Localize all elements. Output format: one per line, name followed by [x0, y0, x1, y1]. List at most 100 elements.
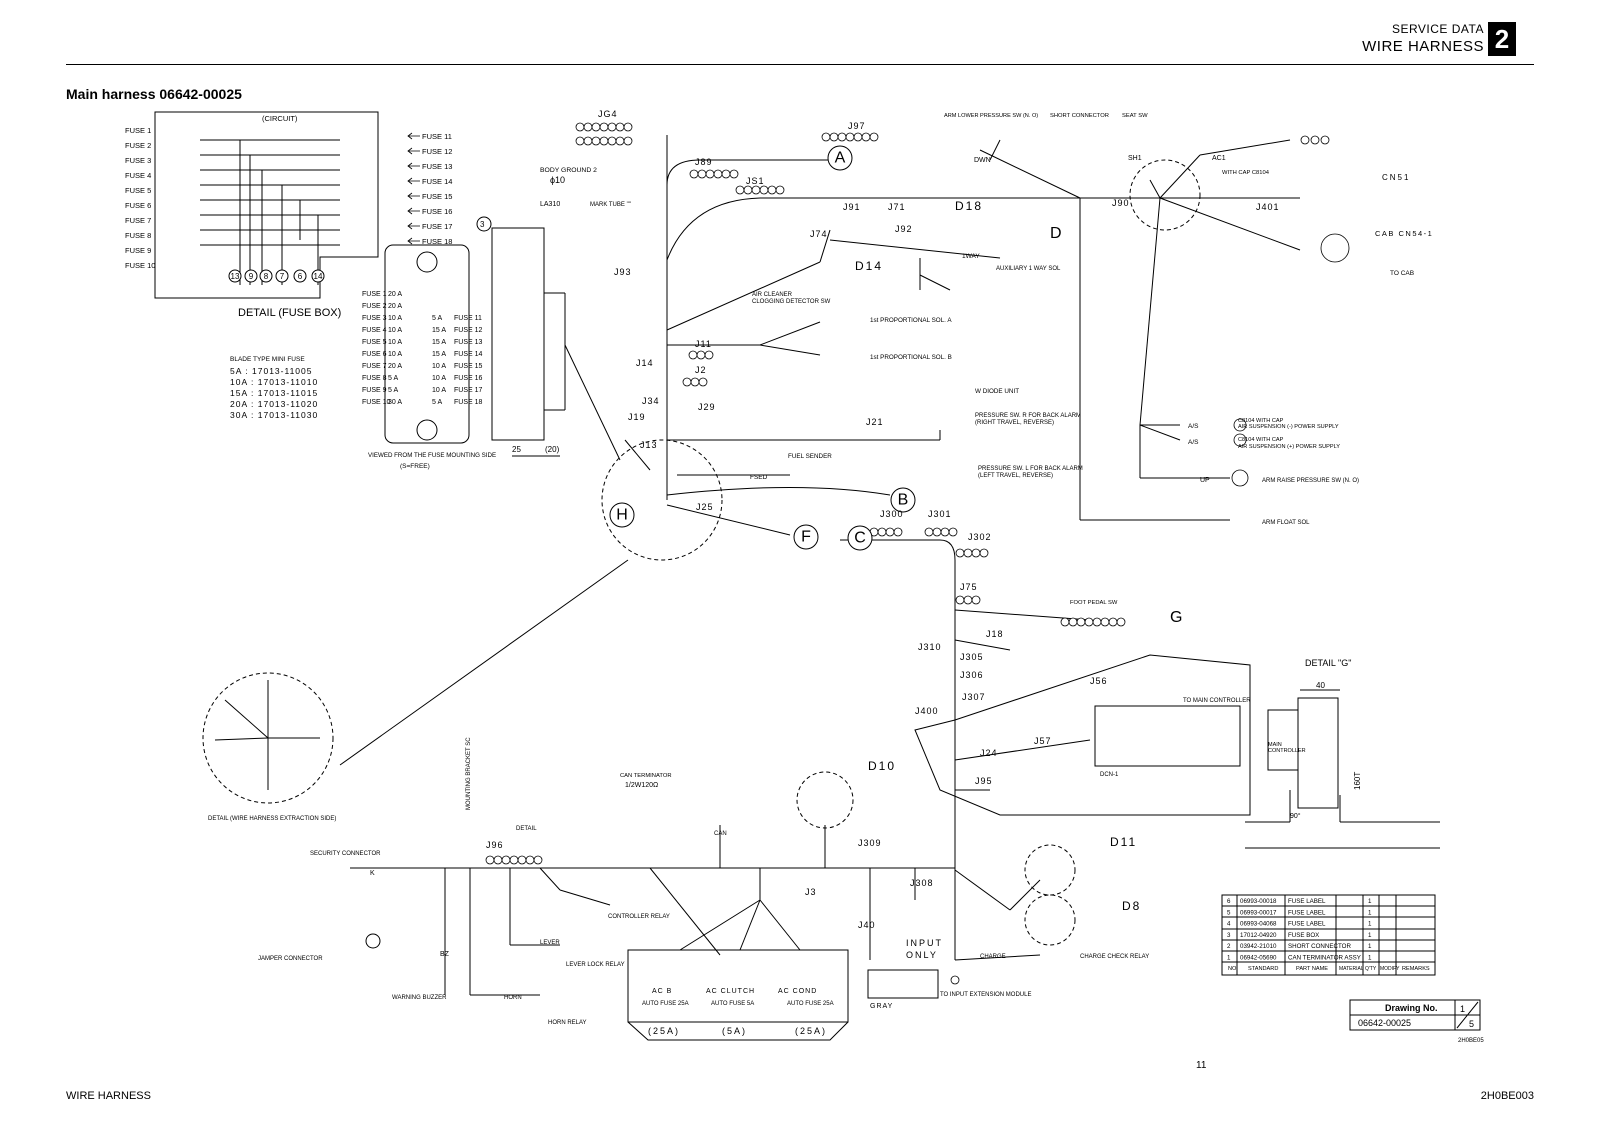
lever-label: LEVER: [540, 940, 560, 946]
jamper-label: JAMPER CONNECTOR: [258, 956, 323, 962]
amp-25a-1: (25A): [648, 1026, 680, 1036]
fuse-label-right: FUSE 15: [422, 192, 452, 201]
buzzer-label: WARNING BUZZER: [392, 995, 447, 1001]
fuse-pin-label: 13: [231, 272, 240, 281]
parts-table-cell: 6: [1227, 898, 1231, 905]
connector-j401: J401: [1256, 202, 1280, 212]
mount-fuse-name: FUSE 11: [454, 315, 482, 322]
mount-fuse-name: FUSE 16: [454, 375, 483, 382]
mount-fuse-amp: 15 A: [432, 351, 446, 358]
fuse-label-left: FUSE 7: [125, 216, 151, 225]
gray-label: GRAY: [870, 1003, 893, 1010]
parts-table-cell: 03942-21010: [1240, 943, 1277, 950]
charge-relay-label: CHARGE CHECK RELAY: [1080, 954, 1149, 960]
connector-j95: J95: [975, 776, 993, 786]
input-ext-label: TO INPUT EXTENSION MODULE: [940, 992, 1031, 998]
connector-j24: J24: [980, 748, 998, 758]
mount-fuse-amp: 5 A: [432, 315, 442, 322]
horn-label: HORN: [504, 995, 522, 1001]
connector-js1: JS1: [746, 176, 765, 186]
connector-j11: J11: [695, 339, 712, 349]
press-l-label: PRESSURE SW. L FOR BACK ALARM: [978, 466, 1083, 472]
mount-fuse-amp: 5 A: [388, 387, 398, 394]
fuse-pin: [311, 269, 325, 283]
callout-letter-h: H: [616, 507, 628, 524]
fuse-25a-label-2: AUTO FUSE 25A: [787, 1001, 834, 1007]
mount-fuse-name: FUSE 15: [454, 363, 483, 370]
extraction-detail-circle: [202, 672, 334, 804]
section-label: SERVICE DATA: [1391, 22, 1484, 36]
connector-j97: J97: [848, 121, 866, 131]
section-title: WIRE HARNESS: [1362, 38, 1484, 55]
air-pos-label: C8104 WITH CAP: [1238, 437, 1284, 443]
mount-fuse-amp: 10 A: [432, 387, 446, 394]
fuse-label-left: FUSE 10: [125, 261, 155, 270]
mark-tube-label: MARK TUBE "": [590, 202, 631, 208]
fuse-label-right: FUSE 13: [422, 162, 452, 171]
drawing-number: 06642-00025: [1358, 1018, 1411, 1028]
up-label: UP: [1200, 477, 1210, 484]
seat-sw-label: SEAT SW: [1122, 113, 1148, 119]
diode-label: W DIODE UNIT: [975, 388, 1019, 395]
connector-j300: J300: [880, 509, 904, 519]
callout-h: [609, 502, 635, 528]
mount-fuse-name: FUSE 2: [362, 303, 387, 310]
parts-table-cell: 1: [1368, 955, 1372, 962]
harness-title: Main harness 06642-00025: [66, 86, 242, 102]
mount-fuse-name: FUSE 9: [362, 387, 387, 394]
aux-sol-label: AUXILIARY 1 WAY SOL: [996, 266, 1061, 272]
connector-j93: J93: [614, 267, 632, 277]
parts-table-cell: FUSE BOX: [1288, 932, 1319, 939]
arm-lower-label: ARM LOWER PRESSURE SW (N. O): [944, 113, 1038, 119]
fuse-label-right: FUSE 11: [422, 132, 452, 141]
branch-code: D: [1050, 225, 1064, 242]
mounting-caption-free: (S=FREE): [400, 463, 430, 470]
fuse-label-left: FUSE 1: [125, 126, 151, 135]
main-controller-connector: [1094, 705, 1241, 767]
fuel-sender-label: FUEL SENDER: [788, 453, 832, 460]
fuse-box-caption: DETAIL (FUSE BOX): [238, 307, 341, 319]
fuse-label-left: FUSE 8: [125, 231, 151, 240]
as-neg-label: A/S: [1188, 423, 1199, 430]
connector-j21: J21: [866, 417, 884, 427]
mount-fuse-amp: 10 A: [388, 315, 402, 322]
mount-fuse-amp: 30 A: [388, 399, 402, 406]
fuse-pin-label: 8: [264, 272, 269, 281]
mount-fuse-name: FUSE 3: [362, 315, 387, 322]
prop-sol-b-label: 1st PROPORTIONAL SOL. B: [870, 354, 952, 361]
security-connector-label: SECURITY CONNECTOR: [310, 851, 381, 857]
connector-j14: J14: [636, 358, 654, 368]
can-terminator-value: 1/2W120Ω: [625, 782, 658, 789]
fuse-25a-label: AUTO FUSE 25A: [642, 1001, 689, 1007]
parts-table-cell: 1: [1368, 921, 1372, 928]
callout-letter-c: C: [854, 530, 866, 547]
dim-40: 40: [1316, 681, 1325, 690]
to-cab-label: TO CAB: [1390, 270, 1414, 277]
air-pos-label-2: AIR SUSPENSION (+) POWER SUPPLY: [1238, 444, 1340, 450]
mount-fuse-amp: 5 A: [388, 375, 398, 382]
fuse-label-left: FUSE 5: [125, 186, 151, 195]
cab-cn-label: CAB CN54-1: [1375, 229, 1433, 238]
mount-fuse-name: FUSE 4: [362, 327, 387, 334]
press-l-label-2: (LEFT TRAVEL, REVERSE): [978, 473, 1053, 479]
page-number: 11: [1196, 1060, 1207, 1071]
press-r-label: PRESSURE SW. R FOR BACK ALARM: [975, 413, 1081, 419]
air-neg-label-2: AIR SUSPENSION (-) POWER SUPPLY: [1238, 424, 1339, 430]
body-ground-label: BODY GROUND 2: [540, 167, 597, 174]
parts-table-cell: 17012-04920: [1240, 932, 1277, 939]
fuse-label-left: FUSE 2: [125, 141, 151, 150]
parts-table-cell: 2: [1227, 943, 1231, 950]
with-cap-label: WITH CAP C8104: [1222, 170, 1270, 176]
fuse-label-left: FUSE 4: [125, 171, 151, 180]
branch-code: D11: [1110, 835, 1137, 849]
mount-fuse-name: FUSE 12: [454, 327, 483, 334]
fuse-label-left: FUSE 9: [125, 246, 151, 255]
as-pos-label: A/S: [1188, 439, 1199, 446]
drawing-sheet: 1: [1460, 1004, 1465, 1014]
connector-j308: J308: [910, 878, 934, 888]
arm-float-label: ARM FLOAT SOL: [1262, 520, 1310, 526]
ac-b-label: AC B: [652, 988, 672, 995]
parts-table-cell: SHORT CONNECTOR: [1288, 943, 1351, 950]
svg-text:REMARKS: REMARKS: [1402, 966, 1430, 972]
